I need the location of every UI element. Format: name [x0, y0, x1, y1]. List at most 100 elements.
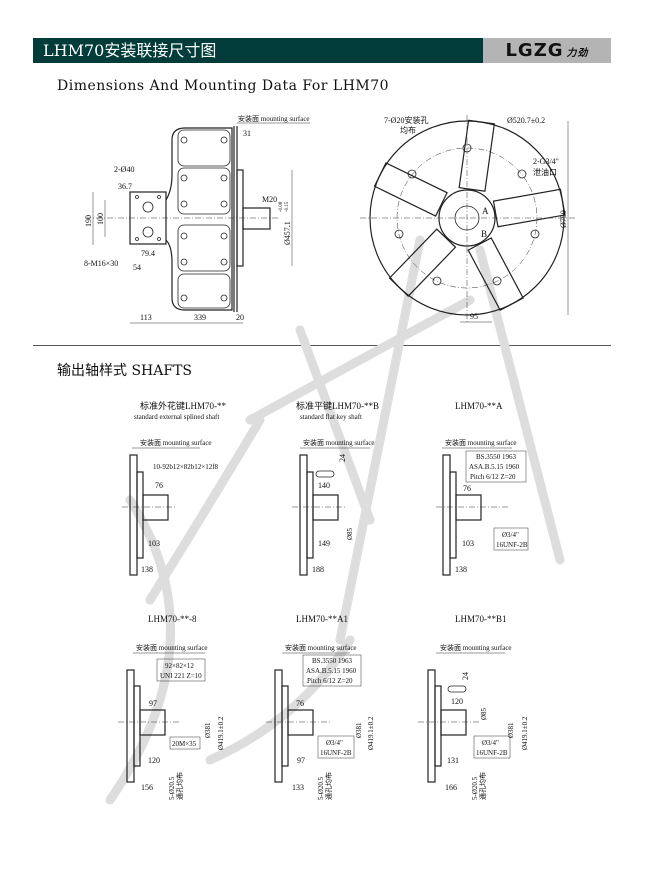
holes-label: 5-Ø20.5 [168, 776, 176, 800]
spec-line: 92×82×12 [165, 662, 194, 670]
thread-spec: Ø3/4" [326, 739, 343, 747]
shaft-title: 标准外花键LHM70-** [140, 400, 226, 411]
thread-spec: 16UNF-2B [476, 749, 508, 757]
mount-holes-label: 7-Ø20安装孔 [384, 115, 428, 125]
holes-label: 5-Ø20.5 [317, 776, 325, 800]
dim: 97 [149, 699, 157, 708]
dim-79-4: 79.4 [141, 249, 155, 258]
dim: 138 [141, 565, 153, 574]
shaft-panel-standard-splined: 标准外花键LHM70-** standard external splined … [122, 400, 226, 576]
dim: Ø381 [507, 722, 515, 738]
dim-54: 54 [133, 263, 141, 272]
dim: 76 [155, 481, 163, 490]
pcd-label: Ø520.7±0.2 [507, 116, 545, 125]
dim: 138 [455, 565, 467, 574]
dim: Ø419.1±0.2 [521, 716, 529, 750]
shaft-title: LHM70-**A1 [296, 614, 348, 624]
logo-cn: 力劲 [566, 48, 589, 59]
thread-spec: Ø3/4" [482, 739, 499, 747]
port-a-label: A [482, 206, 489, 216]
thread-spec: Ø3/4" [502, 531, 519, 539]
section-title: 输出轴样式 SHAFTS [57, 363, 193, 379]
holes-label: 通孔均布 [324, 772, 333, 800]
holes-label: 通孔均布 [478, 772, 487, 800]
dim: 120 [451, 697, 463, 706]
dim-36-7: 36.7 [118, 182, 132, 191]
mounting-surface-label: 安装面 mounting surface [238, 114, 310, 123]
spec-line: Pitch 6/12 Z=20 [470, 473, 516, 481]
dim: 188 [312, 565, 324, 574]
spec-line: Pitch 6/12 Z=20 [307, 677, 353, 685]
shaft-panel-8: LHM70-**-8 安装面 mounting surface 92×82×12… [118, 614, 225, 800]
dim: 156 [141, 783, 153, 792]
dim: 24 [461, 672, 470, 680]
mounting-surface-label: 安装面 mounting surface [445, 438, 517, 447]
spec-line: UNI 221 Z=10 [160, 672, 202, 680]
holes-label: 通孔均布 [175, 772, 184, 800]
dim: 131 [447, 756, 459, 765]
shaft-subtitle: standard flat key shaft [300, 413, 362, 421]
dim-bolts: 8-M16×30 [84, 259, 118, 268]
dim: 133 [292, 783, 304, 792]
dim: 120 [148, 756, 160, 765]
mounting-surface-label: 安装面 mounting surface [303, 438, 375, 447]
shaft-panel-a1: LHM70-**A1 安装面 mounting surface BS.3550 … [266, 614, 375, 800]
dim: 140 [318, 481, 330, 490]
dim-750: Ø750 [559, 210, 568, 228]
dim-190: 190 [84, 215, 93, 227]
dim-shaft-dia: Ø457.1 [283, 221, 292, 245]
shaft-subtitle: standard external splined shaft [134, 413, 219, 421]
dim-20: 20 [236, 313, 244, 322]
mounting-surface-label: 安装面 mounting surface [136, 643, 208, 652]
page-subtitle: Dimensions And Mounting Data For LHM70 [57, 78, 390, 94]
dim: Ø419.1±0.2 [367, 716, 375, 750]
spec-line: ASA.B.5.15 1960 [306, 667, 357, 675]
shaft-panel-b1: LHM70-**B1 安装面 mounting surface 24 120 Ø… [418, 614, 529, 800]
mounting-surface-label: 安装面 mounting surface [285, 643, 357, 652]
dim: Ø381 [204, 722, 212, 738]
drain-label-2: 泄油口 [533, 167, 557, 177]
mounting-surface-label: 安装面 mounting surface [140, 438, 212, 447]
dim: 76 [463, 484, 471, 493]
dim: Ø381 [355, 722, 363, 738]
thread-spec: 16UNF-2B [496, 541, 528, 549]
dim-m20: M20 [262, 195, 277, 204]
spline-spec: 10-92b12×82b12×12f8 [153, 463, 219, 471]
spec-line: ASA.B.5.15 1960 [469, 463, 520, 471]
mount-holes-label-2: 均布 [400, 125, 416, 135]
dim-95: 95 [470, 312, 478, 321]
dim: 149 [318, 539, 330, 548]
dim-31: 31 [243, 129, 251, 138]
spec-line: BS.3550 1963 [312, 657, 353, 665]
thread-spec: 16UNF-2B [320, 749, 352, 757]
dim: 97 [297, 756, 305, 765]
dim: Ø85 [480, 707, 488, 720]
port-b-label: B [481, 229, 487, 239]
dim: Ø85 [346, 527, 354, 540]
front-view-drawing: 7-Ø20安装孔 均布 Ø520.7±0.2 2-G3/4" 泄油口 A B Ø… [360, 115, 575, 323]
drain-label: 2-G3/4" [533, 157, 559, 166]
dim: 103 [148, 539, 160, 548]
dim-holes: 2-Ø40 [114, 165, 134, 174]
holes-label: 5-Ø20.5 [471, 776, 479, 800]
dim: 76 [296, 699, 304, 708]
page-header-title: LHM70安装联接尺寸图 [33, 38, 483, 63]
tol-lower: -0.15 [285, 201, 290, 212]
tol-upper: -0.08 [279, 201, 284, 212]
shaft-panel-flat-key: 标准平键LHM70-**B standard flat key shaft 安装… [292, 400, 379, 576]
shaft-title: 标准平键LHM70-**B [296, 400, 379, 411]
dim-339: 339 [194, 313, 206, 322]
dim: 24 [338, 454, 347, 462]
shaft-title: LHM70-**A [455, 401, 503, 411]
dim: 103 [462, 539, 474, 548]
dim: Ø419.1±0.2 [217, 716, 225, 750]
dim-113: 113 [140, 313, 152, 322]
side-view-drawing: 安装面 mounting surface 31 2-Ø40 36.7 190 1… [84, 114, 310, 324]
spec-line: BS.3550 1963 [476, 453, 517, 461]
watermark [105, 235, 565, 805]
dim-100: 100 [96, 213, 105, 225]
dim: 166 [445, 783, 457, 792]
shaft-title: LHM70-**-8 [148, 614, 197, 624]
